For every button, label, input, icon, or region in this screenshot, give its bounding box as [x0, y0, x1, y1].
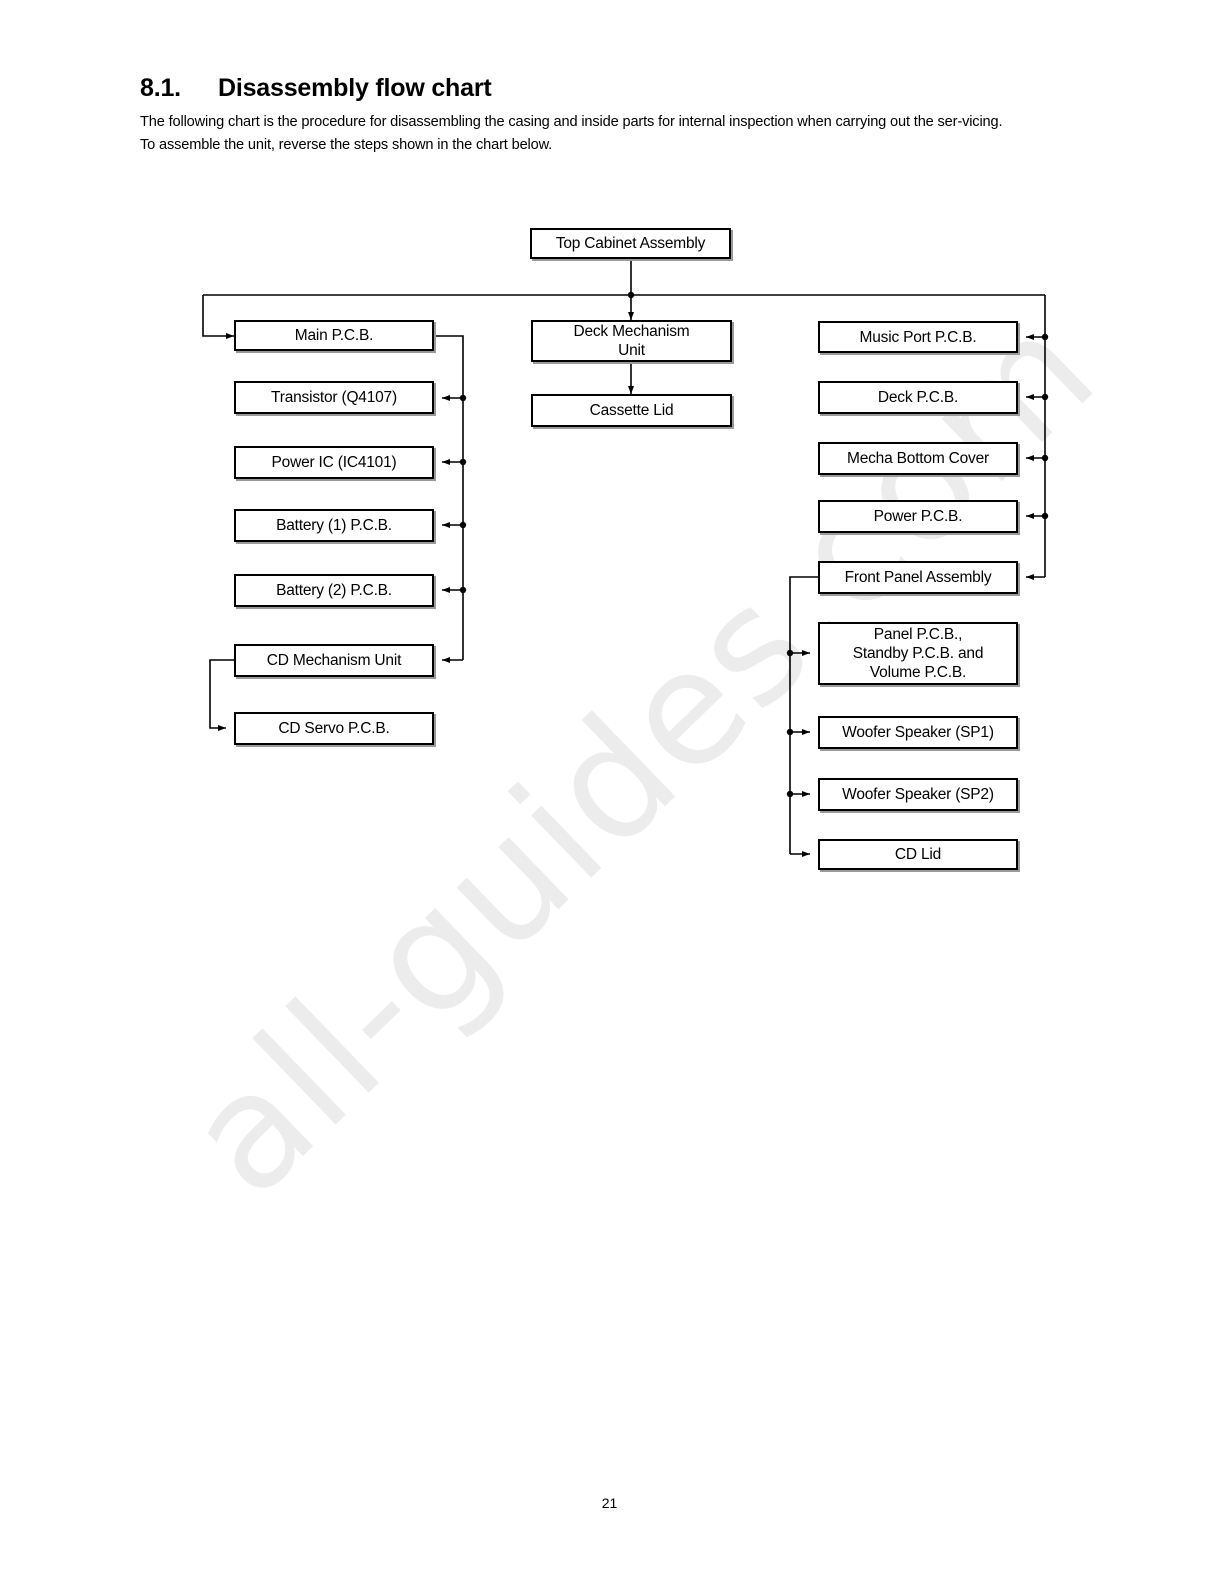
flow-node-label: Power IC (IC4101) — [271, 454, 397, 471]
flow-node-deck-mechanism-unit[interactable]: Deck Mechanism Unit — [531, 320, 732, 362]
flow-node-cd-lid[interactable]: CD Lid — [818, 839, 1018, 870]
section-title: Disassembly flow chart — [218, 74, 492, 102]
flow-node-label: Main P.C.B. — [294, 327, 374, 344]
flow-node-mecha-bottom-cover[interactable]: Mecha Bottom Cover — [818, 442, 1018, 475]
flow-node-battery-1-pcb[interactable]: Battery (1) P.C.B. — [234, 509, 434, 542]
intro-paragraph-1: The following chart is the procedure for… — [140, 114, 1003, 130]
flow-node-woofer-speaker-sp2[interactable]: Woofer Speaker (SP2) — [818, 778, 1018, 811]
flow-node-label: CD Lid — [894, 846, 942, 863]
flow-node-woofer-speaker-sp1[interactable]: Woofer Speaker (SP1) — [818, 716, 1018, 749]
flow-node-transistor-q4107[interactable]: Transistor (Q4107) — [234, 381, 434, 414]
flow-node-label: Music Port P.C.B. — [859, 328, 977, 346]
flow-node-deck-pcb[interactable]: Deck P.C.B. — [818, 381, 1018, 414]
flow-node-label: Panel P.C.B., Standby P.C.B. and Volume … — [852, 626, 984, 681]
flow-node-music-port-pcb[interactable]: Music Port P.C.B. — [818, 321, 1018, 353]
flow-node-label: Cassette Lid — [589, 402, 674, 419]
flow-node-power-ic-ic4101[interactable]: Power IC (IC4101) — [234, 446, 434, 479]
flow-node-label: Transistor (Q4107) — [271, 389, 397, 406]
flow-node-label: Deck Mechanism Unit — [573, 323, 690, 359]
page-title: 8.1. Disassembly flow chart — [140, 74, 1130, 103]
flow-node-cassette-lid[interactable]: Cassette Lid — [531, 394, 732, 427]
flow-node-front-panel-assembly[interactable]: Front Panel Assembly — [818, 561, 1018, 594]
flow-node-battery-2-pcb[interactable]: Battery (2) P.C.B. — [234, 574, 434, 607]
header-block: 8.1. Disassembly flow chart The following… — [140, 74, 1130, 155]
flow-node-cd-servo-pcb[interactable]: CD Servo P.C.B. — [234, 712, 434, 745]
flow-node-label: Deck P.C.B. — [877, 389, 959, 406]
flow-node-label: Woofer Speaker (SP2) — [842, 786, 994, 803]
flow-node-label: Woofer Speaker (SP1) — [842, 724, 994, 741]
flow-node-top-cabinet-assembly[interactable]: Top Cabinet Assembly — [530, 228, 731, 259]
intro-paragraph-2: To assemble the unit, reverse the steps … — [140, 137, 553, 153]
flow-node-panel-standby-volume-pcb[interactable]: Panel P.C.B., Standby P.C.B. and Volume … — [818, 622, 1018, 685]
flow-node-label: Battery (2) P.C.B. — [276, 582, 392, 599]
flow-node-main-pcb[interactable]: Main P.C.B. — [234, 320, 434, 351]
flow-node-label: CD Mechanism Unit — [266, 652, 402, 669]
flow-node-label: CD Servo P.C.B. — [278, 720, 390, 737]
flow-node-label: Power P.C.B. — [873, 508, 963, 525]
page-number: 21 — [601, 1495, 618, 1511]
flow-node-cd-mechanism-unit[interactable]: CD Mechanism Unit — [234, 644, 434, 677]
section-number: 8.1. — [140, 74, 181, 102]
flow-node-label: Top Cabinet Assembly — [555, 235, 706, 252]
flow-node-power-pcb[interactable]: Power P.C.B. — [818, 500, 1018, 533]
flow-node-label: Mecha Bottom Cover — [847, 450, 989, 467]
flow-node-label: Battery (1) P.C.B. — [276, 517, 392, 534]
flow-node-label: Front Panel Assembly — [844, 569, 992, 586]
